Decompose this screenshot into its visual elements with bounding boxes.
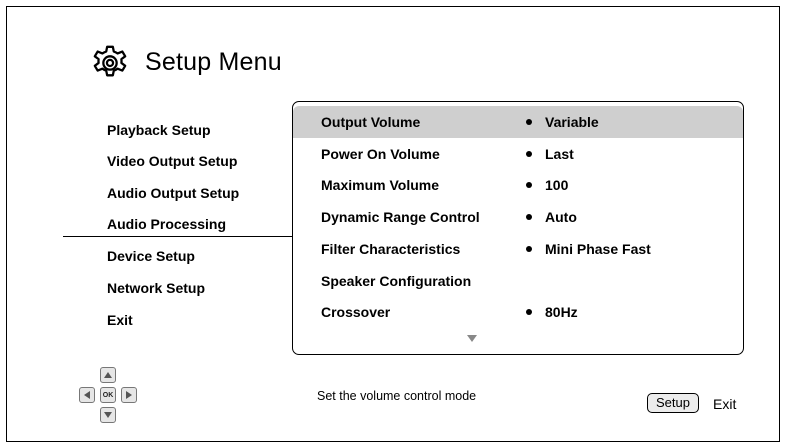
gear-icon xyxy=(93,45,127,77)
bullet-icon xyxy=(526,246,532,252)
setting-value: Mini Phase Fast xyxy=(545,241,651,257)
settings-row-dynamic-range-control[interactable]: Dynamic Range Control Auto xyxy=(293,201,743,233)
scroll-down-arrow-icon[interactable] xyxy=(467,335,477,342)
bullet-icon xyxy=(526,151,532,157)
settings-row-power-on-volume[interactable]: Power On Volume Last xyxy=(293,138,743,170)
setting-label: Maximum Volume xyxy=(321,177,439,193)
settings-row-filter-characteristics[interactable]: Filter Characteristics Mini Phase Fast xyxy=(293,233,743,265)
setting-label: Speaker Configuration xyxy=(321,273,472,289)
sidebar-item-audio-output-setup[interactable]: Audio Output Setup xyxy=(107,185,240,201)
dpad-up-icon xyxy=(100,367,116,383)
settings-row-maximum-volume[interactable]: Maximum Volume 100 xyxy=(293,169,743,201)
settings-panel: Output Volume Variable Power On Volume L… xyxy=(292,101,744,355)
setting-label: Crossover xyxy=(321,304,391,320)
dpad-right-icon xyxy=(121,387,137,403)
selection-underline xyxy=(63,236,303,237)
sidebar-item-video-output-setup[interactable]: Video Output Setup xyxy=(107,153,238,169)
settings-row-speaker-configuration[interactable]: Speaker Configuration xyxy=(293,265,743,297)
setting-label: Power On Volume xyxy=(321,146,440,162)
sidebar-item-playback-setup[interactable]: Playback Setup xyxy=(107,122,211,138)
dpad-ok-icon: OK xyxy=(100,387,116,403)
setting-value: 80Hz xyxy=(545,304,578,320)
settings-row-output-volume[interactable]: Output Volume Variable xyxy=(293,106,743,138)
setup-key-badge: Setup xyxy=(647,393,699,413)
sidebar-item-audio-processing[interactable]: Audio Processing xyxy=(107,216,227,232)
sidebar-item-device-setup[interactable]: Device Setup xyxy=(107,248,195,264)
setup-screen: Setup Menu Playback Setup Video Output S… xyxy=(6,6,780,442)
setting-value: Variable xyxy=(545,114,599,130)
setting-label: Output Volume xyxy=(321,114,421,130)
dpad-down-icon xyxy=(100,407,116,423)
bullet-icon xyxy=(526,214,532,220)
bullet-icon xyxy=(526,119,532,125)
page-title: Setup Menu xyxy=(145,47,282,76)
exit-label: Exit xyxy=(713,396,737,412)
setting-label: Filter Characteristics xyxy=(321,241,461,257)
setting-value: Auto xyxy=(545,209,577,225)
sidebar-item-exit[interactable]: Exit xyxy=(107,312,133,328)
settings-row-crossover[interactable]: Crossover 80Hz xyxy=(293,296,743,328)
setting-value: Last xyxy=(545,146,574,162)
bullet-icon xyxy=(526,182,532,188)
title-row: Setup Menu xyxy=(91,43,282,81)
sidebar-item-network-setup[interactable]: Network Setup xyxy=(107,280,206,296)
help-hint: Set the volume control mode xyxy=(317,389,477,403)
bullet-icon xyxy=(526,309,532,315)
setting-value: 100 xyxy=(545,177,569,193)
dpad-left-icon xyxy=(79,387,95,403)
dpad-navigation: OK xyxy=(73,367,143,427)
setting-label: Dynamic Range Control xyxy=(321,209,480,225)
